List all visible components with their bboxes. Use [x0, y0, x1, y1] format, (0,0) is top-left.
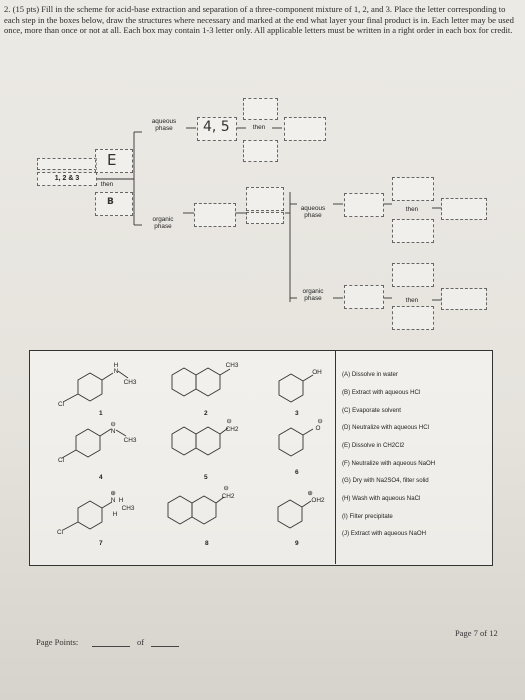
label-ch3-1: CH3 [123, 379, 137, 386]
label-h-1: H [113, 362, 119, 369]
label-cl-4: Cl [57, 457, 65, 464]
box-organic2-step-2-top[interactable] [392, 263, 434, 287]
aqueous-phase-label-2: aqueous phase [300, 205, 326, 219]
compound-number-7: 7 [99, 540, 103, 547]
box-mixture-top[interactable] [37, 158, 97, 170]
box-organic-step-1[interactable] [194, 203, 236, 227]
reagent-item: (J) Extract with aqueous NaOH [342, 530, 426, 537]
page-points-blank[interactable] [92, 646, 130, 647]
compound-number-2: 2 [204, 410, 208, 417]
label-ch3-4: CH3 [123, 437, 137, 444]
reagent-list [335, 350, 492, 564]
label-h-7: H [118, 497, 124, 504]
label-n-7: N [110, 497, 116, 504]
box-aqueous2-step-1[interactable] [344, 193, 384, 217]
reagent-item: (F) Neutralize with aqueous NaOH [342, 460, 436, 467]
label-ch2-5: CH2 [225, 426, 239, 433]
label-plus-9: ⊕ [307, 490, 313, 497]
box-step-e[interactable] [95, 149, 133, 173]
question-number: 2. [4, 4, 11, 14]
reagent-item: (C) Evaporate solvent [342, 407, 401, 414]
label-n-4: N [110, 428, 116, 435]
reagent-item: (D) Neutralize with aqueous HCl [342, 424, 430, 431]
handwritten-4-5: 4, 5 [203, 119, 230, 135]
compound-number-8: 8 [205, 540, 209, 547]
label-h-7b: H [112, 511, 118, 518]
organic-phase-label-2: organic phase [302, 288, 324, 302]
label-minus-4: ⊖ [110, 421, 116, 428]
compound-number-3: 3 [295, 410, 299, 417]
box-aqueous-step-2-top[interactable] [243, 98, 278, 120]
page-points-label: Page Points: [36, 637, 79, 647]
box-aqueous2-product[interactable] [441, 198, 487, 220]
total-points-blank[interactable] [151, 646, 179, 647]
page-number: Page 7 of 12 [455, 628, 498, 638]
box-organic-step-2-bottom[interactable] [246, 212, 284, 224]
mixture-label: 1, 2 & 3 [54, 175, 80, 182]
reagent-item: (G) Dry with Na2SO4, filter solid [342, 477, 429, 484]
box-organic2-step-1[interactable] [344, 285, 384, 309]
compound-panel [29, 350, 493, 566]
box-aqueous-step-2-bottom[interactable] [243, 140, 278, 162]
label-oh2-9: OH2 [311, 497, 325, 504]
then-label-3: then [405, 206, 419, 213]
label-oh-3: OH [312, 369, 322, 376]
reagent-item: (H) Wash with aqueous NaCl [342, 495, 421, 502]
label-ch3-2: CH3 [225, 362, 239, 369]
label-minus-5: ⊖ [226, 418, 232, 425]
aqueous-phase-label-1: aqueous phase [151, 118, 177, 132]
compound-number-6: 6 [295, 469, 299, 476]
label-ch3-7: CH3 [121, 505, 135, 512]
box-organic-step-2-top[interactable] [246, 187, 284, 211]
box-step-b[interactable] [95, 192, 133, 216]
box-aqueous-product[interactable] [284, 117, 326, 141]
label-minus-6: ⊖ [317, 418, 323, 425]
compound-number-4: 4 [99, 474, 103, 481]
label-plus-7: ⊕ [110, 490, 116, 497]
reagent-item: (E) Dissolve in CH2Cl2 [342, 442, 405, 449]
box-aqueous-step-1[interactable] [197, 117, 237, 141]
label-cl-7: Cl [56, 529, 64, 536]
label-n-1: N [113, 368, 119, 375]
reagent-item: (I) Filter precipitate [342, 513, 393, 520]
box-organic2-step-2-bottom[interactable] [392, 306, 434, 330]
handwritten-e: E [107, 151, 117, 169]
box-organic2-product[interactable] [441, 288, 487, 310]
then-label-1: then [100, 181, 114, 188]
question-text: 2. (15 pts) Fill in the scheme for acid-… [4, 4, 519, 36]
label-o-6: O [315, 425, 321, 432]
question-body: (15 pts) Fill in the scheme for acid-bas… [4, 4, 514, 36]
of-label: of [137, 637, 145, 647]
handwritten-b: B [107, 197, 114, 207]
compound-number-1: 1 [99, 410, 103, 417]
reagent-item: (B) Extract with aqueous HCl [342, 389, 421, 396]
compound-number-9: 9 [295, 540, 299, 547]
label-cl-1: Cl [57, 401, 65, 408]
then-label-4: then [405, 297, 419, 304]
box-aqueous2-step-2-top[interactable] [392, 177, 434, 201]
label-ch2-8: CH2 [221, 493, 235, 500]
compound-number-5: 5 [204, 474, 208, 481]
reagent-item: (A) Dissolve in water [342, 371, 398, 378]
box-aqueous2-step-2-bottom[interactable] [392, 219, 434, 243]
box-mixture[interactable] [37, 172, 97, 186]
organic-phase-label-1: organic phase [152, 216, 174, 230]
then-label-2: then [252, 124, 266, 131]
label-minus-8: ⊖ [223, 485, 229, 492]
